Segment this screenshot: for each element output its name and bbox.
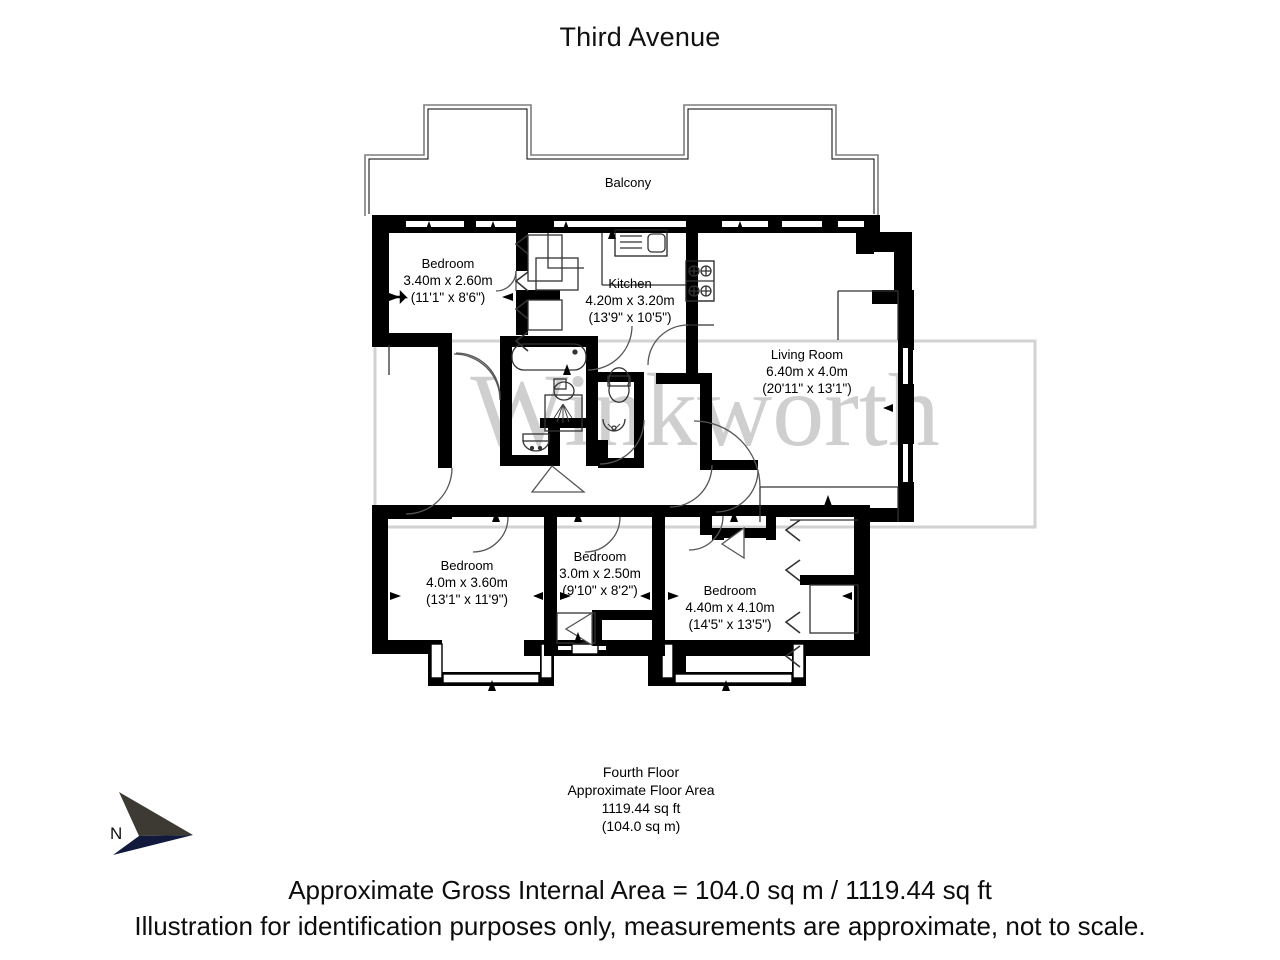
room-labels: Balcony Bedroom 3.40m x 2.60m (11'1" x 8… [403,175,851,632]
room-dim-metric-bedroom-bottom-right: 4.40m x 4.10m [685,600,774,615]
room-dim-metric-bedroom-top-left: 3.40m x 2.60m [403,273,492,288]
room-label-living-room: Living Room [771,347,843,362]
room-dim-metric-bedroom-bottom-middle: 3.0m x 2.50m [559,566,641,581]
dimension-arrows [389,221,893,691]
room-dim-metric-kitchen: 4.20m x 3.20m [585,293,674,308]
floor-summary: Fourth Floor Approximate Floor Area 1119… [567,764,714,834]
room-label-bedroom-bottom-middle: Bedroom [574,549,627,564]
room-dim-metric-living-room: 6.40m x 4.0m [766,364,848,379]
right-wall-windows [903,348,908,482]
room-label-bedroom-top-left: Bedroom [422,256,475,271]
floor-summary-line1: Fourth Floor [603,764,680,780]
floor-summary-line2: Approximate Floor Area [567,782,714,798]
room-dim-imperial-kitchen: (13'9" x 10'5") [588,310,671,325]
balcony-outline-inner [368,108,875,214]
internal-walls [388,221,860,656]
door-swings [405,270,761,647]
compass-north-label: N [110,824,123,843]
fixtures-thin-lines [388,229,899,644]
floor-summary-line4: (104.0 sq m) [602,818,681,834]
wardrobe-doors-top [514,234,529,352]
footer-area-line: Approximate Gross Internal Area = 104.0 … [288,875,992,905]
room-label-balcony: Balcony [605,175,652,190]
footer-disclaimer-line: Illustration for identification purposes… [134,911,1146,941]
room-dim-imperial-bedroom-bottom-right: (14'5" x 13'5") [688,617,771,632]
room-dim-imperial-living-room: (20'11" x 13'1") [762,381,852,396]
room-dim-imperial-bedroom-bottom-middle: (9'10" x 8'2") [562,583,638,598]
balcony-outline [364,104,879,216]
wardrobe-doors [784,519,801,668]
room-label-bedroom-bottom-left: Bedroom [441,558,494,573]
room-label-kitchen: Kitchen [608,276,651,291]
room-label-bedroom-bottom-right: Bedroom [704,583,757,598]
room-dim-metric-bedroom-bottom-left: 4.0m x 3.60m [426,575,508,590]
room-dim-imperial-bedroom-top-left: (11'1" x 8'6") [411,290,486,305]
floor-summary-line3: 1119.44 sq ft [602,800,681,816]
compass-north-arrow [113,792,193,855]
room-dim-imperial-bedroom-bottom-left: (13'1" x 11'9") [426,592,508,607]
page-title: Third Avenue [559,22,721,52]
